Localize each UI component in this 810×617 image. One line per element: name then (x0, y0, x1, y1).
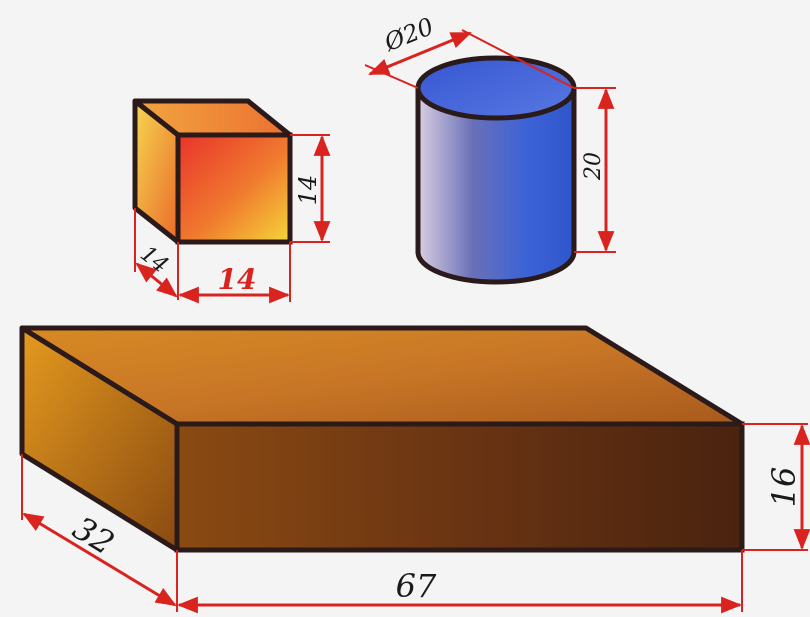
cube-width-label: 14 (218, 263, 257, 296)
cylinder-height-dimension: 20 (574, 87, 616, 253)
cylinder-height-label: 20 (581, 152, 606, 181)
box-depth-label: 32 (66, 509, 120, 563)
box-length-label: 67 (396, 567, 437, 605)
box-length-dimension: 67 (176, 550, 743, 614)
cylinder-top-face (415, 55, 577, 121)
box-height-dimension: 16 (742, 423, 810, 551)
cube-height-label: 14 (294, 175, 322, 206)
cube-shape (132, 98, 293, 245)
cube-width-dimension: 14 (177, 242, 291, 304)
box-front-face (174, 421, 745, 553)
cylinder-shape (415, 55, 577, 285)
cube-front-face (175, 132, 293, 245)
cube-depth-label: 14 (135, 241, 172, 278)
box-shape (19, 325, 745, 553)
cube-height-dimension: 14 (290, 134, 331, 243)
box-height-label: 16 (765, 467, 803, 508)
cylinder-diameter-dimension: Ø20 (364, 12, 575, 89)
cylinder-body (415, 85, 577, 285)
